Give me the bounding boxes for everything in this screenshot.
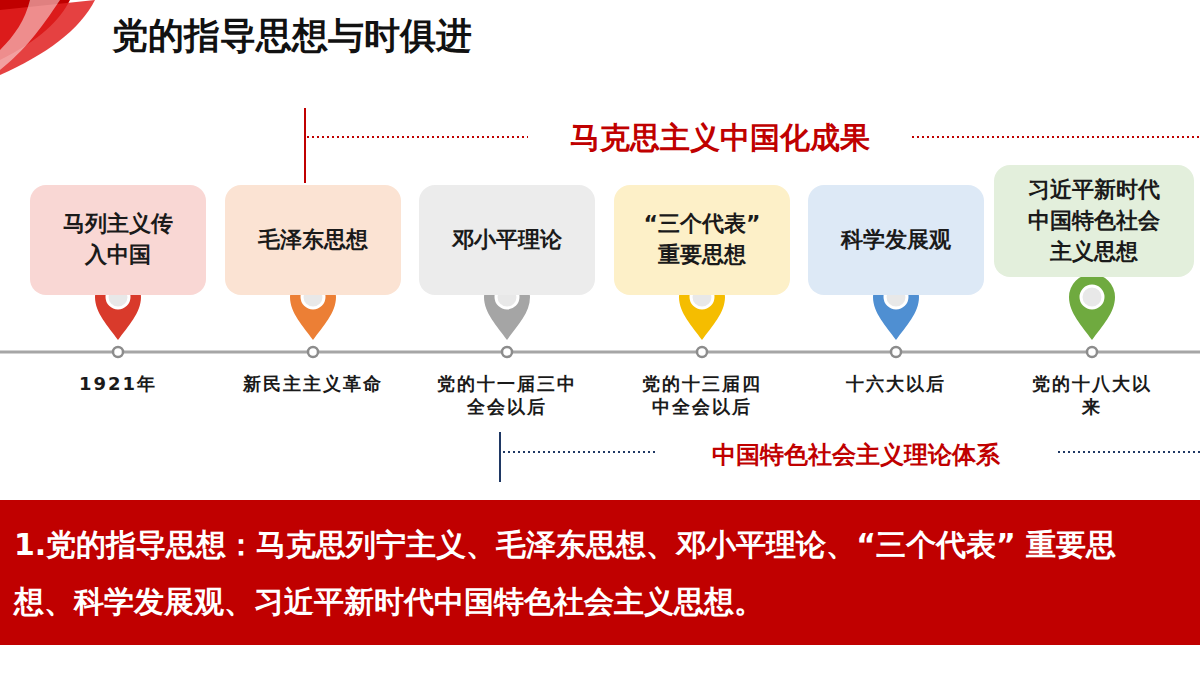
idea-name: 邓小平理论 — [432, 225, 582, 256]
period-label-text: 党的十八大以 来 — [1027, 372, 1157, 419]
period-label-text: 新民主主义革命 — [223, 372, 403, 395]
summary-text: 1.党的指导思想：马克思列宁主义、毛泽东思想、邓小平理论、“三个代表” 重要思想… — [14, 516, 1134, 630]
dotted-line — [1058, 451, 1200, 453]
period-label: 党的十三届四 中全会以后 — [630, 372, 774, 419]
period-label-text: 党的十三届四 中全会以后 — [638, 372, 766, 419]
timeline-dot — [1087, 347, 1097, 357]
period-label-text: 十六大以后 — [826, 372, 966, 395]
period-label: 党的十八大以 来 — [1016, 372, 1168, 419]
ribbon — [0, 0, 95, 75]
timeline-axis — [0, 351, 1200, 354]
location-pin — [1069, 274, 1115, 340]
summary-band: 1.党的指导思想：马克思列宁主义、毛泽东思想、邓小平理论、“三个代表” 重要思想… — [0, 500, 1200, 645]
pin-hole — [1081, 286, 1103, 308]
bracket-line — [304, 108, 306, 183]
timeline-dot — [308, 347, 318, 357]
timeline-dot — [502, 347, 512, 357]
timeline-dot — [113, 347, 123, 357]
group-label: 中国特色社会主义理论体系 — [660, 440, 1052, 471]
period-label-text: 党的十一届三中 全会以后 — [426, 372, 588, 419]
idea-name: “三个代表” 重要思想 — [634, 209, 770, 271]
idea-name: 毛泽东思想 — [238, 225, 388, 256]
period-label: 1921年 — [40, 372, 196, 395]
idea-box: 马列主义传 入中国 — [30, 185, 206, 295]
dotted-line — [503, 451, 658, 453]
idea-box: 邓小平理论 — [419, 185, 595, 295]
period-label-text: 1921年 — [58, 372, 178, 395]
timeline-dot — [697, 347, 707, 357]
group-label-text: 马克思主义中国化成果 — [530, 118, 910, 157]
idea-name: 习近平新时代 中国特色社会 主义思想 — [1024, 175, 1164, 267]
period-label: 新民主主义革命 — [215, 372, 411, 395]
timeline-dot — [891, 347, 901, 357]
idea-name: 马列主义传 入中国 — [60, 209, 176, 271]
idea-box: 毛泽东思想 — [225, 185, 401, 295]
slide-title: 党的指导思想与时俱进 — [112, 12, 472, 61]
dotted-line — [912, 136, 1200, 138]
period-label: 党的十一届三中 全会以后 — [420, 372, 594, 419]
idea-name: 科学发展观 — [821, 225, 971, 256]
ribbon-highlight — [0, 0, 60, 70]
idea-box: 习近平新时代 中国特色社会 主义思想 — [994, 165, 1194, 277]
idea-box: “三个代表” 重要思想 — [614, 185, 790, 295]
group-label: 马克思主义中国化成果 — [530, 118, 910, 157]
group-label-text: 中国特色社会主义理论体系 — [660, 440, 1052, 471]
dotted-line — [307, 136, 528, 138]
period-label: 十六大以后 — [820, 372, 972, 395]
bracket-line — [499, 432, 501, 482]
idea-box: 科学发展观 — [808, 185, 984, 295]
